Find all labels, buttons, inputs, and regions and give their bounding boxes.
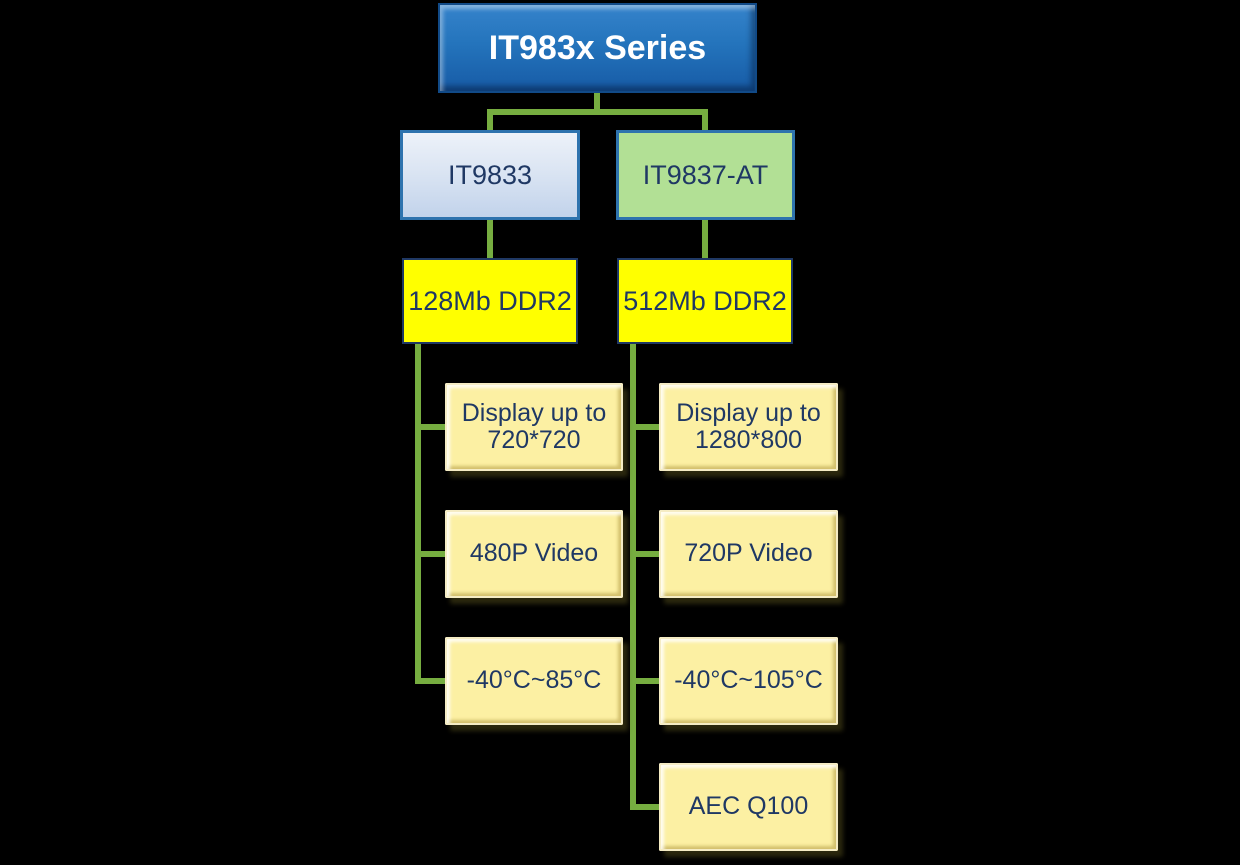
- connector-left-stub-1: [415, 551, 445, 557]
- connector-right-stub-1: [630, 551, 659, 557]
- feature-label-right-video: 720P Video: [684, 539, 813, 568]
- connector-left-spine: [415, 343, 421, 684]
- memory-node-right: 512Mb DDR2: [617, 258, 793, 344]
- connector-drop-left: [487, 109, 493, 132]
- connector-drop-right: [702, 109, 708, 132]
- connector-left-memory-stub: [487, 219, 493, 259]
- connector-left-stub-2: [415, 678, 445, 684]
- connector-top-horizontal: [487, 109, 708, 115]
- feature-node-right-video: 720P Video: [659, 510, 838, 598]
- feature-node-left-temperature: -40°C~85°C: [445, 637, 623, 725]
- connector-right-stub-0: [630, 424, 659, 430]
- feature-node-right-temperature: -40°C~105°C: [659, 637, 838, 725]
- connector-right-stub-3: [630, 804, 659, 810]
- feature-label-right-temperature: -40°C~105°C: [674, 666, 823, 695]
- connector-right-memory-stub: [702, 219, 708, 259]
- child-node-it9833: IT9833: [400, 130, 580, 220]
- child-node-it9837-at: IT9837-AT: [616, 130, 795, 220]
- feature-label-left-temperature: -40°C~85°C: [466, 666, 602, 695]
- feature-label-right-display: Display up to 1280*800: [676, 398, 821, 454]
- feature-label-right-aec: AEC Q100: [688, 792, 809, 821]
- feature-label-left-display: Display up to 720*720: [461, 398, 607, 454]
- child-label-it9833: IT9833: [447, 159, 533, 190]
- connector-right-stub-2: [630, 678, 659, 684]
- memory-label-left: 128Mb DDR2: [408, 285, 572, 316]
- feature-node-right-display: Display up to 1280*800: [659, 383, 838, 471]
- root-label: IT983x Series: [488, 28, 707, 67]
- connector-root-stub: [594, 92, 600, 111]
- child-label-it9837-at: IT9837-AT: [642, 159, 769, 190]
- feature-node-right-aec: AEC Q100: [659, 763, 838, 851]
- feature-label-left-video: 480P Video: [469, 539, 599, 568]
- feature-node-left-video: 480P Video: [445, 510, 623, 598]
- root-node: IT983x Series: [438, 3, 757, 93]
- connector-right-spine: [630, 343, 636, 810]
- feature-node-left-display: Display up to 720*720: [445, 383, 623, 471]
- connector-left-stub-0: [415, 424, 445, 430]
- memory-label-right: 512Mb DDR2: [623, 285, 787, 316]
- memory-node-left: 128Mb DDR2: [402, 258, 578, 344]
